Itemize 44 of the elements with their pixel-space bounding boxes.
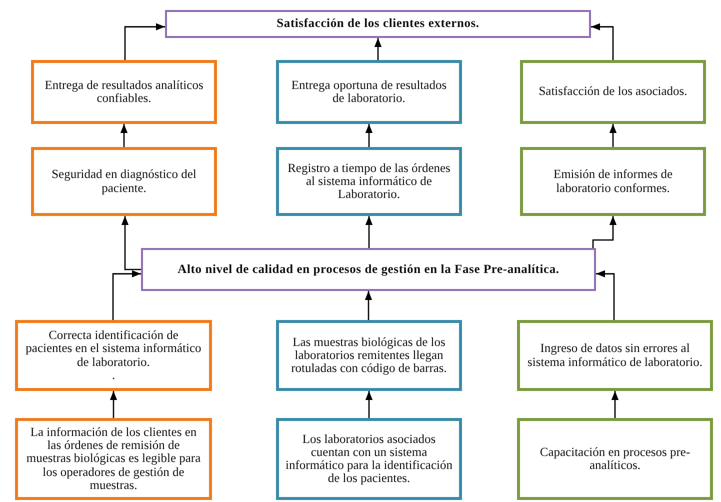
box-text: Registro a tiempo de las órdenes al sistema informático de Laboratorio. <box>286 162 452 202</box>
process-box <box>276 320 462 391</box>
process-box <box>276 147 462 216</box>
arrow <box>611 391 619 418</box>
box-text: Ingreso de datos sin errores al sistema informático de laboratorio. <box>526 342 704 369</box>
arrow <box>121 216 141 270</box>
process-box <box>15 320 212 391</box>
box-text: La información de los clientes en las órdenes de remisión de muestras biológicas es legible para los operadores de gestión de muestras. <box>25 426 202 492</box>
arrow <box>365 216 373 248</box>
process-box <box>520 60 706 124</box>
box-text: Los laboratorios asociados cuentan con un sistema informático para la identificación de los pacientes. <box>285 432 453 486</box>
arrow <box>120 124 128 147</box>
arrow <box>592 216 617 248</box>
process-box <box>15 418 212 500</box>
process-box <box>517 418 713 500</box>
arrow <box>124 23 165 60</box>
process-box <box>31 60 217 124</box>
process-box <box>165 10 591 38</box>
box-text: Satisfacción de los asociados. <box>538 85 688 99</box>
box-text: Satisfacción de los clientes externos. <box>276 17 480 31</box>
arrow <box>365 124 373 147</box>
box-text: Alto nivel de calidad en procesos de gestión en la Fase Pre-analítica. <box>178 262 560 276</box>
arrow <box>365 391 373 418</box>
process-box <box>520 147 706 216</box>
box-text: . <box>112 368 116 382</box>
box-text: Entrega de resultados analíticos confiables. <box>44 78 204 106</box>
box-text: Correcta identificación de pacientes en el sistema informático de laboratorio. <box>24 329 202 369</box>
box-text: Las muestras biológicas de los laboratorios remitentes llegan rotuladas con código de barras. <box>290 336 448 376</box>
arrow <box>112 270 141 320</box>
arrow <box>609 124 617 147</box>
box-text: Entrega oportuna de resultados de laboratorio. <box>290 78 448 106</box>
arrow <box>591 23 614 60</box>
process-box <box>276 60 462 124</box>
box-text: Capacitación en procesos pre-analíticos. <box>538 446 692 472</box>
process-box <box>31 147 217 216</box>
arrow <box>364 291 372 320</box>
process-box <box>517 320 713 391</box>
box-text: Seguridad en diagnóstico del paciente. <box>50 168 198 195</box>
arrow <box>596 270 615 320</box>
box-text: Emisión de informes de laboratorio conformes. <box>552 168 674 195</box>
arrow <box>110 391 118 418</box>
process-box <box>276 418 462 500</box>
process-box <box>141 248 596 291</box>
arrow <box>374 38 382 60</box>
